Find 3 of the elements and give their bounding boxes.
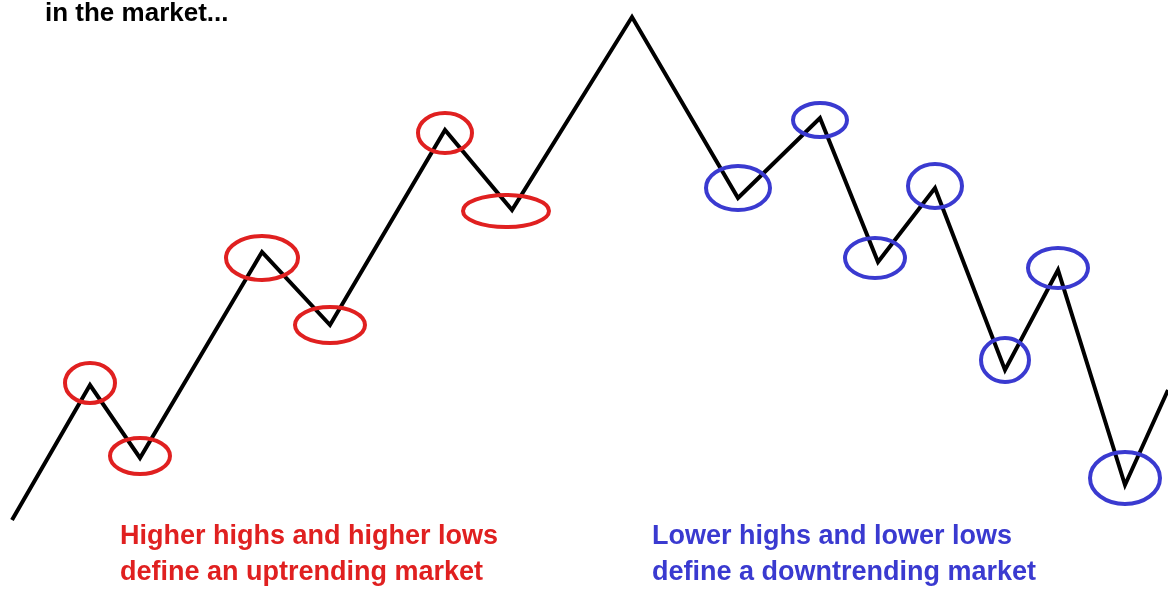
uptrend-caption: Higher highs and higher lows define an uptrending market — [120, 519, 500, 588]
heading-text: in the market... — [45, 0, 230, 29]
downtrend-caption: Lower highs and lower lows define a downtrending market — [652, 519, 1038, 588]
